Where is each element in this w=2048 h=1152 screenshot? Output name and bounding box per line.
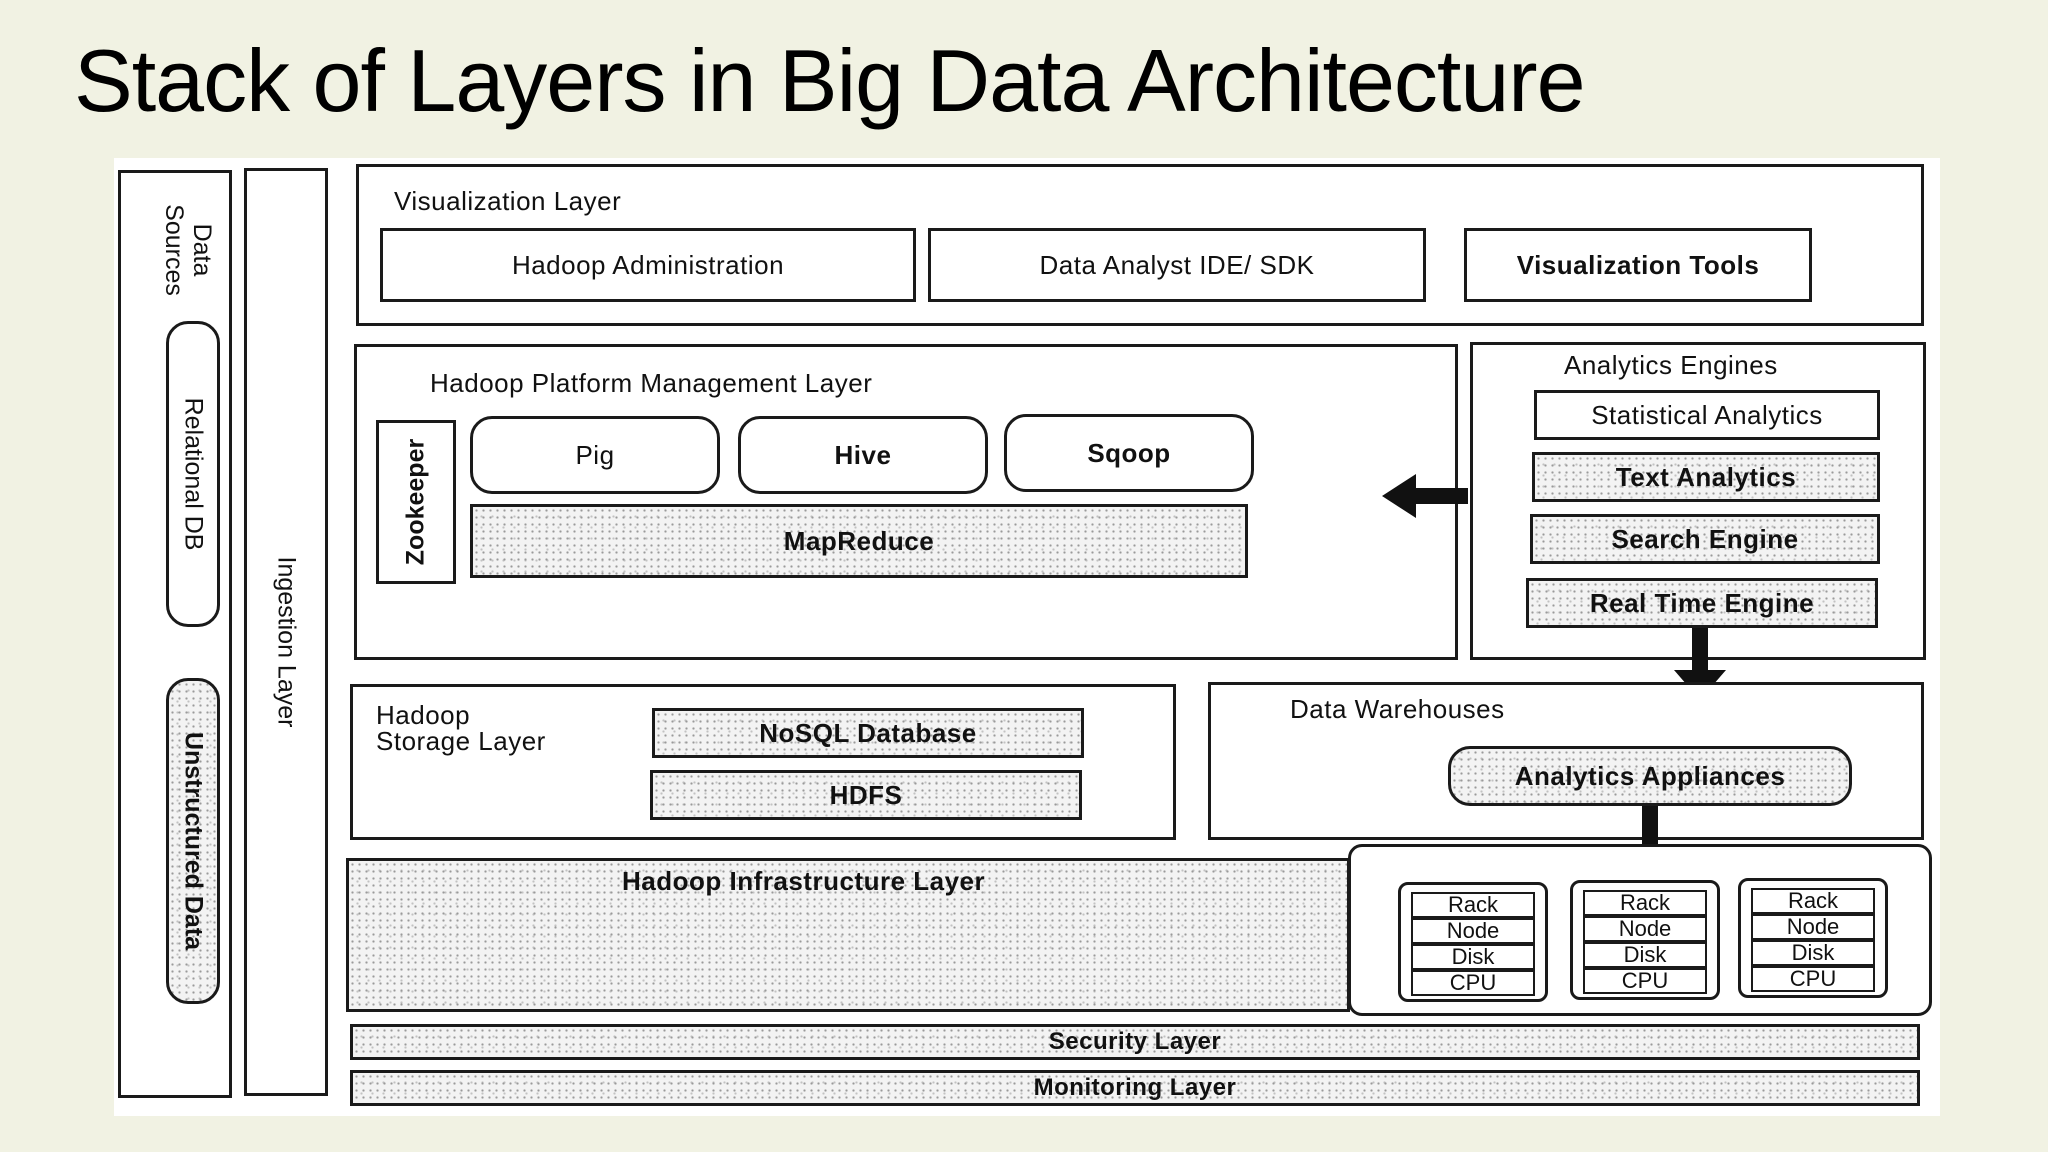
relational-db-label: Relational DB [179,397,208,551]
platform-management-label: Hadoop Platform Management Layer [430,368,873,398]
rack-1-rack: Rack [1411,892,1535,918]
rack-1-cpu: CPU [1411,970,1535,996]
rack-3-disk: Disk [1751,940,1875,966]
statistical-analytics-box: Statistical Analytics [1534,390,1880,440]
hive-box: Hive [738,416,988,494]
data-analyst-ide-box: Data Analyst IDE/ SDK [928,228,1426,302]
infrastructure-layer [346,858,1350,1012]
relational-db-box [166,321,220,627]
arrow-left-icon [1382,474,1468,518]
page-title: Stack of Layers in Big Data Architecture [74,31,1586,130]
visualization-tools-box: Visualization Tools [1464,228,1812,302]
rack-2-rack: Rack [1583,890,1707,916]
analytics-engines-label: Analytics Engines [1564,350,1778,380]
hdfs-box: HDFS [650,770,1082,820]
infrastructure-layer-label: Hadoop Infrastructure Layer [622,866,986,896]
ingestion-layer [244,168,328,1096]
platform-management-layer [354,344,1458,660]
mapreduce-box: MapReduce [470,504,1248,578]
search-engine-box: Search Engine [1530,514,1880,564]
storage-layer-label-1: Hadoop [376,700,471,730]
storage-layer-label-2: Storage Layer [376,726,546,756]
monitoring-layer: Monitoring Layer [350,1070,1920,1106]
unstructured-data-label: Unstructured Data [179,731,208,951]
rack-stack-3: Rack Node Disk CPU [1738,878,1888,998]
text-analytics-box: Text Analytics [1532,452,1880,502]
zookeeper-label: Zookeeper [401,438,430,566]
unstructured-data-box [166,678,220,1004]
sqoop-box: Sqoop [1004,414,1254,492]
rack-1-node: Node [1411,918,1535,944]
rack-3-rack: Rack [1751,888,1875,914]
rack-1-disk: Disk [1411,944,1535,970]
real-time-engine-box: Real Time Engine [1526,578,1878,628]
rack-2-node: Node [1583,916,1707,942]
data-sources-label: Data Sources [160,204,216,296]
hadoop-administration-box: Hadoop Administration [380,228,916,302]
data-warehouses-label: Data Warehouses [1290,694,1505,724]
rack-stack-1: Rack Node Disk CPU [1398,882,1548,1002]
pig-box: Pig [470,416,720,494]
architecture-diagram: Data Sources Relational DB Unstructured … [114,158,1940,1116]
rack-stack-2: Rack Node Disk CPU [1570,880,1720,1000]
security-layer: Security Layer [350,1024,1920,1060]
rack-2-cpu: CPU [1583,968,1707,994]
ingestion-layer-label: Ingestion Layer [272,556,301,728]
nosql-database-box: NoSQL Database [652,708,1084,758]
visualization-layer-label: Visualization Layer [394,186,622,216]
zookeeper-box [376,420,456,584]
rack-3-node: Node [1751,914,1875,940]
analytics-appliances-box: Analytics Appliances [1448,746,1852,806]
rack-3-cpu: CPU [1751,966,1875,992]
rack-2-disk: Disk [1583,942,1707,968]
